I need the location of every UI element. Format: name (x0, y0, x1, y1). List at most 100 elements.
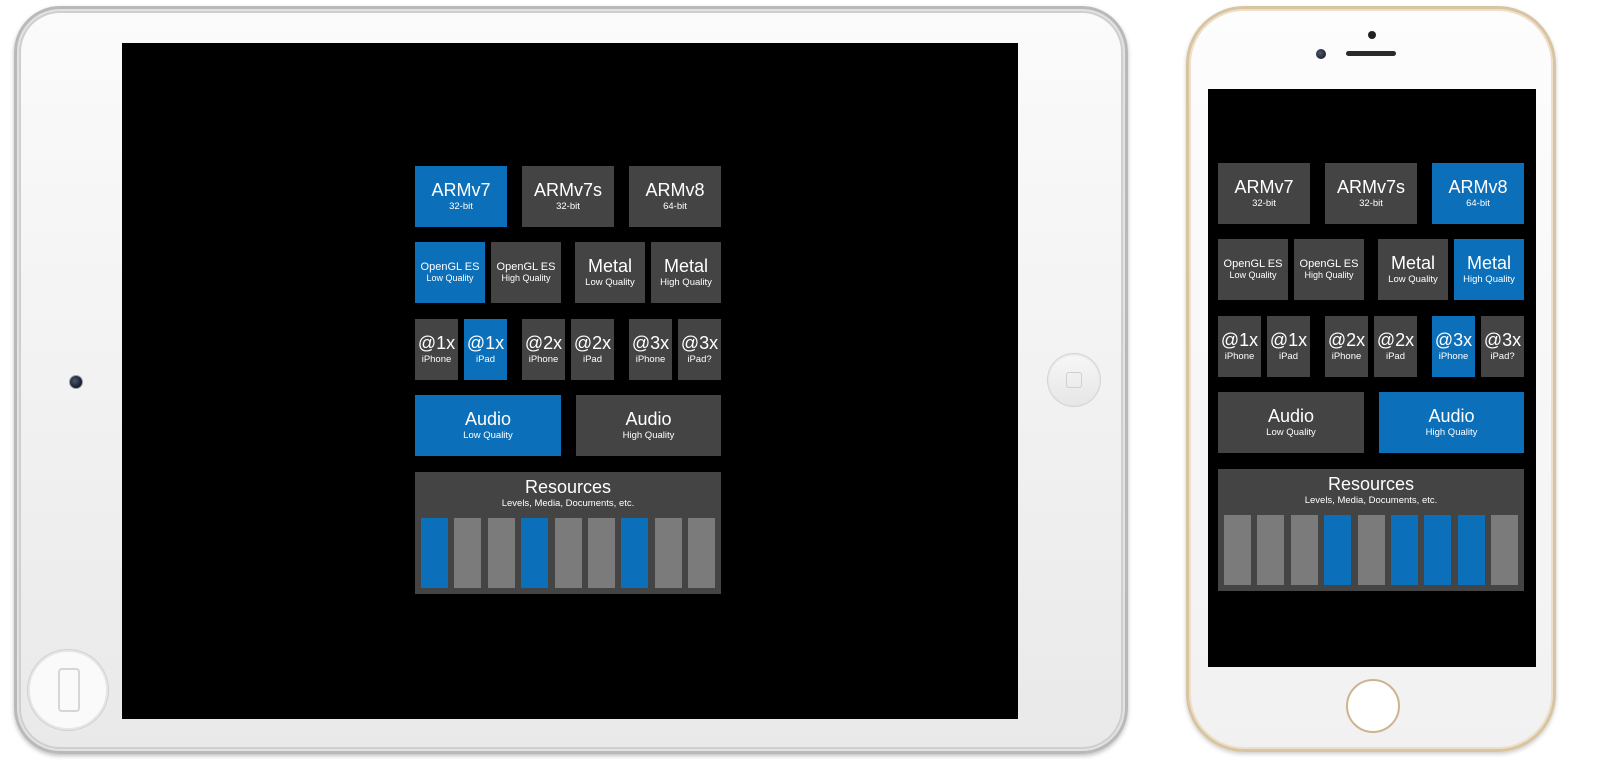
resource-bar[interactable] (487, 518, 515, 588)
resource-bar[interactable] (1290, 515, 1318, 585)
tile-subtitle: iPhone (635, 353, 666, 365)
resources-subtitle: Levels, Media, Documents, etc. (1304, 495, 1438, 506)
tile-title: Metal (663, 256, 708, 277)
tile-subtitle: Low Quality (585, 276, 635, 288)
tile-subtitle: Low Quality (1388, 273, 1438, 285)
tile-subtitle: 64-bit (1466, 197, 1490, 209)
tile-subtitle: iPhone (1438, 350, 1469, 362)
tile-subtitle: iPhone (528, 353, 559, 365)
home-button[interactable] (1346, 679, 1400, 733)
tile-title: @2x (524, 333, 563, 354)
tile-title: ARMv7 (431, 180, 491, 201)
tile-title: @3x (1434, 330, 1473, 351)
tile-title: ARMv8 (1448, 177, 1508, 198)
tile-subtitle: iPhone (1224, 350, 1255, 362)
home-button[interactable] (1047, 353, 1101, 407)
tile-title: @3x (631, 333, 670, 354)
resource-bar[interactable] (1224, 515, 1251, 585)
tile-subtitle: iPhone (421, 353, 452, 365)
tile-title: OpenGL ES (496, 260, 556, 273)
resources-title: Resources (1327, 474, 1415, 494)
tile-subtitle: Low Quality (1266, 426, 1316, 438)
tile-subtitle: Low Quality (463, 429, 513, 441)
resource-bar[interactable] (688, 518, 716, 588)
tile-title: @3x (680, 333, 719, 354)
tile-title: OpenGL ES (1223, 257, 1283, 270)
device-switch-icon[interactable] (28, 650, 108, 730)
resource-bar[interactable] (621, 518, 649, 588)
tile-subtitle: High Quality (1425, 426, 1478, 438)
resource-bar[interactable] (588, 518, 615, 588)
sensor-icon (1368, 31, 1376, 39)
resource-bar[interactable] (421, 518, 448, 588)
tile-title: @2x (1327, 330, 1366, 351)
resource-bar[interactable] (1257, 515, 1285, 585)
tile-subtitle: iPad? (1490, 350, 1515, 362)
tile-title: @1x (466, 333, 505, 354)
resources-title: Resources (524, 477, 612, 497)
tile-subtitle: High Quality (660, 276, 712, 288)
resource-bar[interactable] (654, 518, 682, 588)
tile-subtitle: High Quality (501, 273, 551, 284)
resource-bar[interactable] (1424, 515, 1452, 585)
resource-bar[interactable] (1357, 515, 1385, 585)
tile-title: @3x (1483, 330, 1522, 351)
tile-title: @2x (573, 333, 612, 354)
tile-subtitle: 32-bit (1252, 197, 1276, 209)
speaker-icon (1346, 51, 1396, 56)
tile-subtitle: High Quality (1304, 270, 1354, 281)
resources-subtitle: Levels, Media, Documents, etc. (501, 498, 635, 509)
tile-title: @1x (417, 333, 456, 354)
resource-bar[interactable] (521, 518, 549, 588)
resource-bar[interactable] (454, 518, 482, 588)
resource-bar[interactable] (1391, 515, 1418, 585)
tile-title: Metal (1390, 253, 1435, 274)
tile-title: Metal (1466, 253, 1511, 274)
tile-title: @2x (1376, 330, 1415, 351)
tile-title: Audio (1267, 406, 1315, 427)
resource-bar[interactable] (1324, 515, 1352, 585)
tile-subtitle: iPad (582, 353, 602, 365)
resource-bar[interactable] (1491, 515, 1519, 585)
resource-bar[interactable] (1457, 515, 1485, 585)
tile-title: @1x (1269, 330, 1308, 351)
tile-title: @1x (1220, 330, 1259, 351)
tile-title: Audio (625, 409, 672, 430)
resource-bar[interactable] (554, 518, 582, 588)
tile-subtitle: High Quality (622, 429, 675, 441)
tile-subtitle: Low Quality (426, 273, 474, 284)
